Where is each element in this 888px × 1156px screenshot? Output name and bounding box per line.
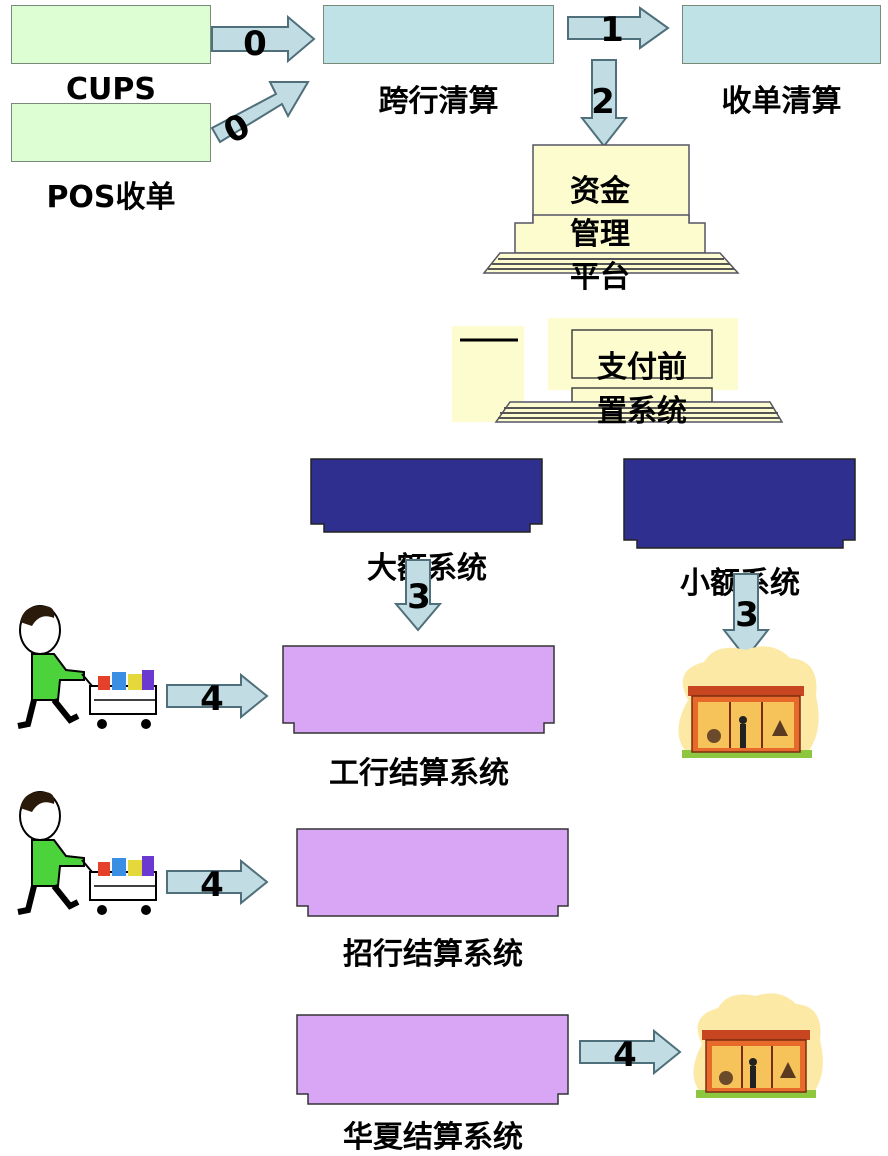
step-2-label: 2 xyxy=(591,82,615,122)
icbc-settlement-box xyxy=(282,645,555,734)
arrow-right-icon xyxy=(166,858,269,906)
payment-frontend-line-2: 置系统 xyxy=(597,394,687,429)
store-icon xyxy=(678,646,819,758)
arrow-diagonal-icon xyxy=(210,81,310,144)
interbank-clearing-label: 跨行清算 xyxy=(378,84,499,119)
arrow-right-icon xyxy=(211,14,316,64)
step-4a-label: 4 xyxy=(200,679,224,719)
shopper-cart-icon xyxy=(17,791,157,915)
payment-frontend-icon xyxy=(452,318,784,423)
payment-frontend-line-1: 支付前 xyxy=(597,350,687,385)
arrow-down-icon xyxy=(721,573,771,660)
pos-box xyxy=(11,103,211,162)
step-4b-label: 4 xyxy=(200,865,224,905)
acquiring-clearing-box xyxy=(682,5,881,64)
fund-platform-tower-icon xyxy=(482,144,740,274)
arrow-down-icon xyxy=(579,59,629,148)
arrow-down-icon xyxy=(393,559,443,632)
step-3b-label: 3 xyxy=(735,595,759,635)
fund-platform-line-2: 管理 xyxy=(570,217,630,252)
cmb-settlement-box xyxy=(296,828,569,917)
interbank-clearing-box xyxy=(323,5,554,64)
shopper-cart-icon xyxy=(17,605,157,729)
store-icon xyxy=(693,993,823,1098)
cups-box xyxy=(11,5,211,64)
fund-platform-line-1: 资金 xyxy=(570,174,630,209)
acquiring-clearing-label: 收单清算 xyxy=(721,84,842,119)
arrow-right-icon xyxy=(166,672,269,720)
hxb-settlement-box xyxy=(296,1014,569,1105)
hxb-settlement-label: 华夏结算系统 xyxy=(343,1120,523,1155)
arrow-right-icon xyxy=(567,6,670,50)
small-value-system-box xyxy=(623,458,856,549)
step-4c-label: 4 xyxy=(613,1035,637,1075)
step-3a-label: 3 xyxy=(407,577,431,617)
icbc-settlement-label: 工行结算系统 xyxy=(329,756,509,791)
fund-platform-line-3: 平台 xyxy=(570,260,630,295)
pos-label: POS收单 xyxy=(46,180,176,215)
arrow-right-icon xyxy=(579,1028,682,1076)
step-0-label: 0 xyxy=(243,24,267,64)
cmb-settlement-label: 招行结算系统 xyxy=(343,937,523,972)
large-value-system-box xyxy=(310,458,543,533)
cups-label: CUPS xyxy=(66,72,156,107)
step-1-label: 1 xyxy=(600,10,624,50)
